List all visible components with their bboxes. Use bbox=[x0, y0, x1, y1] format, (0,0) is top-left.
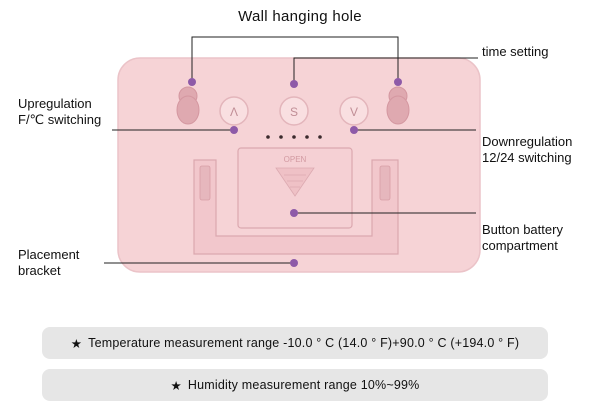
temperature-spec-text: Temperature measurement range -10.0 ° C … bbox=[88, 336, 520, 350]
upregulation-label-line2: F/℃ switching bbox=[18, 112, 102, 127]
downregulation-label-line2: 12/24 switching bbox=[482, 150, 572, 165]
speaker-dots bbox=[266, 135, 322, 139]
callout-dot-battery bbox=[290, 209, 298, 217]
set-button[interactable] bbox=[279, 96, 309, 126]
placement-bracket bbox=[193, 159, 399, 255]
callout-lines bbox=[104, 36, 478, 264]
bracket-label-line1: Placement bbox=[18, 247, 80, 262]
upregulation-label-line1: Upregulation bbox=[18, 96, 92, 111]
callout-dot-bracket bbox=[290, 259, 298, 267]
down-button-glyph: V bbox=[350, 105, 358, 119]
downregulation-label-line1: Downregulation bbox=[482, 134, 573, 149]
up-button[interactable] bbox=[219, 96, 249, 126]
up-button-glyph: Λ bbox=[230, 105, 238, 119]
wall-hanging-hole-title: Wall hanging hole bbox=[238, 8, 362, 25]
star-icon: ★ bbox=[70, 336, 83, 351]
hanging-hole-left bbox=[176, 86, 200, 125]
star-icon: ★ bbox=[170, 378, 182, 393]
callout-dot-upregulation bbox=[230, 126, 238, 134]
callout-dot-time-setting bbox=[290, 80, 298, 88]
callout-dot-hole-right bbox=[394, 78, 402, 86]
time-setting-label: time setting bbox=[482, 44, 549, 59]
set-button-glyph: S bbox=[290, 105, 298, 119]
temperature-spec-bar: ★ Temperature measurement range -10.0 ° … bbox=[42, 327, 548, 359]
battery-compartment-cover[interactable]: OPEN bbox=[237, 147, 353, 229]
cover-open-text: OPEN bbox=[284, 155, 307, 164]
callout-dots bbox=[188, 78, 402, 267]
hanging-hole-right bbox=[386, 86, 410, 125]
humidity-spec-bar: ★ Humidity measurement range 10%~99% bbox=[42, 369, 548, 401]
callout-dot-downregulation bbox=[350, 126, 358, 134]
down-button[interactable] bbox=[339, 96, 369, 126]
battery-label-line2: compartment bbox=[482, 238, 558, 253]
battery-label-line1: Button battery bbox=[482, 222, 563, 237]
humidity-spec-text: Humidity measurement range 10%~99% bbox=[187, 378, 420, 392]
bracket-label-line2: bracket bbox=[18, 263, 61, 278]
callout-dot-hole-left bbox=[188, 78, 196, 86]
